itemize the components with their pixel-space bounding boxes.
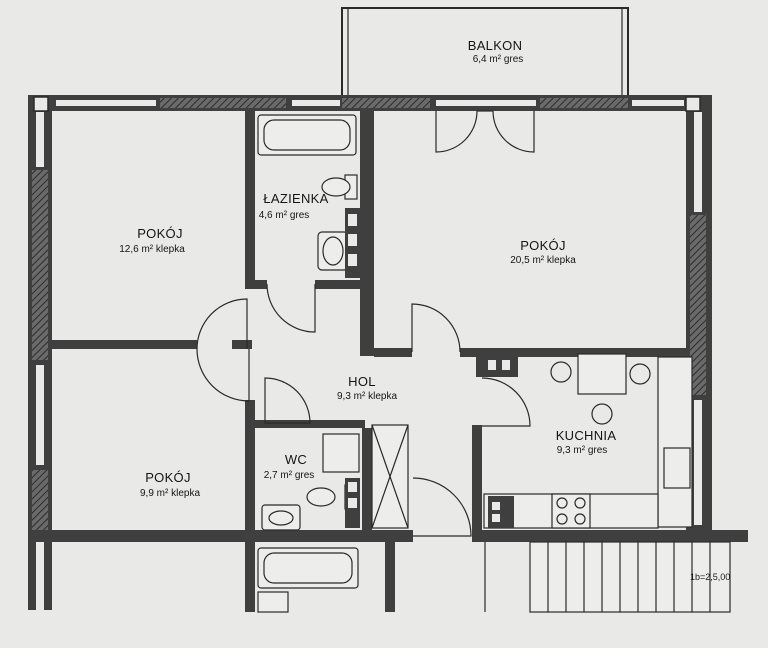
room-label-lazienka: ŁAZIENKA 4,6 m² gres xyxy=(259,191,329,221)
room-name: BALKON xyxy=(468,38,523,53)
room-area: 9,3 m² gres xyxy=(557,445,608,456)
room-label-balkon: BALKON 6,4 m² gres xyxy=(468,38,524,65)
room-name: HOL xyxy=(348,374,376,389)
room-label-pokoj-b: POKÓJ 20,5 m² klepka xyxy=(510,238,576,266)
room-name: POKÓJ xyxy=(137,226,183,241)
room-name: ŁAZIENKA xyxy=(263,191,328,206)
room-area: 9,9 m² klepka xyxy=(140,488,200,499)
room-name: KUCHNIA xyxy=(556,428,617,443)
room-area: 12,6 m² klepka xyxy=(119,244,185,255)
room-label-pokoj-c: POKÓJ 9,9 m² klepka xyxy=(140,470,200,499)
room-name: POKÓJ xyxy=(520,238,566,253)
exterior-walls xyxy=(28,95,748,610)
room-label-kuchnia: KUCHNIA 9,3 m² gres xyxy=(556,428,617,456)
room-area: 4,6 m² gres xyxy=(259,210,310,221)
room-name: POKÓJ xyxy=(145,470,191,485)
fixtures xyxy=(28,114,731,613)
interior-walls xyxy=(52,111,686,612)
room-name: WC xyxy=(285,452,307,467)
room-label-wc: WC 2,7 m² gres xyxy=(264,452,315,481)
doors xyxy=(196,110,535,537)
room-label-pokoj-a: POKÓJ 12,6 m² klepka xyxy=(119,226,185,255)
room-area: 6,4 m² gres xyxy=(473,54,524,65)
scale-note: 1b=2,5,00 xyxy=(690,572,730,582)
room-label-hol: HOL 9,3 m² klepka xyxy=(337,374,397,402)
room-area: 9,3 m² klepka xyxy=(337,391,397,402)
room-area: 2,7 m² gres xyxy=(264,470,315,481)
room-area: 20,5 m² klepka xyxy=(510,255,576,266)
